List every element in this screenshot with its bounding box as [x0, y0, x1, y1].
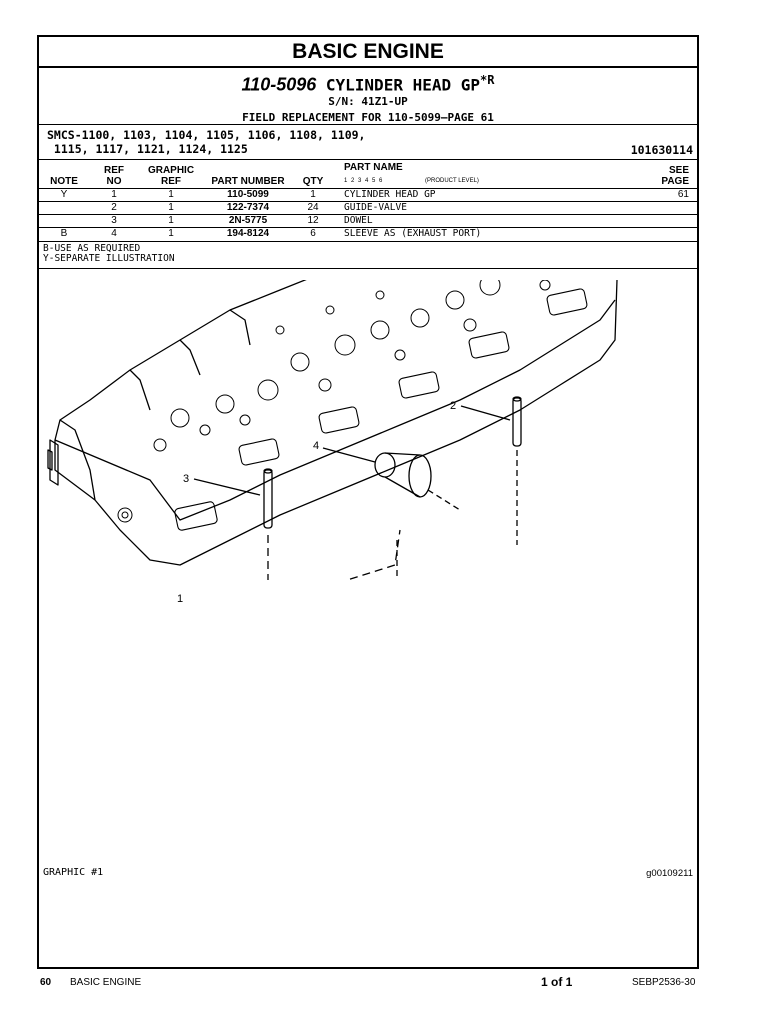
- callout-1: 1: [177, 593, 184, 605]
- col-note: NOTE: [50, 176, 78, 187]
- cylinder-head-outline: [54, 280, 618, 566]
- field-replacement: FIELD REPLACEMENT FOR 110-5099—PAGE 61: [242, 111, 494, 125]
- group-number: 110-5096: [241, 74, 317, 95]
- serial-number: S/N: 41Z1-UP: [328, 95, 408, 109]
- callout-3: 3: [183, 473, 190, 485]
- row-ref: 2: [111, 202, 117, 213]
- divider: [39, 214, 697, 215]
- row-see-page: 61: [677, 189, 689, 200]
- row-qty: 24: [307, 202, 319, 213]
- group-header: 110-5096 CYLINDER HEAD GP*R S/N: 41Z1-UP…: [39, 68, 697, 124]
- divider: [39, 159, 697, 160]
- row-ref: 4: [111, 228, 117, 239]
- row-part-number: 122-7374: [226, 202, 270, 213]
- col-part-number: PART NUMBER: [211, 176, 285, 187]
- divider: [39, 201, 697, 202]
- product-levels: 1 2 3 4 5 6: [344, 178, 384, 184]
- row-part-number: 2N-5775: [228, 215, 268, 226]
- divider: [39, 188, 697, 189]
- smcs-line: 1115, 1117, 1121, 1124, 1125: [47, 142, 248, 156]
- group-name: CYLINDER HEAD GP: [325, 75, 481, 95]
- page-frame: BASIC ENGINE 110-5096 CYLINDER HEAD GP*R…: [37, 35, 699, 969]
- smcs-line: SMCS-1100, 1103, 1104, 1105, 1106, 1108,…: [47, 128, 366, 142]
- divider: [39, 241, 697, 242]
- col-qty: QTY: [302, 176, 324, 187]
- cylinder-head-drawing: [47, 280, 618, 580]
- dowel-part: [193, 468, 401, 580]
- footer-page-of: 1 of 1: [541, 975, 573, 989]
- row-qty: 12: [307, 215, 319, 226]
- graphic-id: g00109211: [646, 868, 693, 879]
- sleeve-part: [322, 447, 461, 511]
- row-graphic: 1: [168, 215, 174, 226]
- col-see-bottom: PAGE: [661, 176, 689, 187]
- row-part-name: GUIDE-VALVE: [344, 202, 407, 213]
- product-level-label: (PRODUCT LEVEL): [425, 178, 479, 184]
- page-title: BASIC ENGINE: [39, 37, 697, 68]
- notes: B-USE AS REQUIRED Y-SEPARATE ILLUSTRATIO…: [43, 244, 175, 264]
- note-line: B-USE AS REQUIRED: [43, 243, 141, 254]
- col-ref-top: REF: [104, 165, 124, 176]
- row-part-name: SLEEVE AS (EXHAUST PORT): [344, 228, 482, 239]
- row-graphic: 1: [168, 228, 174, 239]
- row-qty: 1: [310, 189, 316, 200]
- table-row: B 4 1 194-8124 6 SLEEVE AS (EXHAUST PORT…: [39, 228, 697, 240]
- smcs-codes: SMCS-1100, 1103, 1104, 1105, 1106, 1108,…: [47, 128, 366, 156]
- footer-doc-code: SEBP2536-30: [632, 977, 696, 988]
- col-graphic-top: GRAPHIC: [147, 165, 195, 176]
- note-line: Y-SEPARATE ILLUSTRATION: [43, 253, 175, 264]
- row-part-number: 110-5099: [227, 189, 269, 200]
- table-row: 3 1 2N-5775 12 DOWEL: [39, 215, 697, 227]
- callout-2: 2: [450, 400, 457, 412]
- doc-number: 101630114: [630, 143, 693, 157]
- divider: [39, 124, 697, 125]
- footer-section: BASIC ENGINE: [70, 977, 142, 988]
- col-part-name: PART NAME: [344, 162, 403, 173]
- row-note: B: [60, 228, 68, 239]
- row-part-name: DOWEL: [344, 215, 373, 226]
- callout-4: 4: [313, 440, 320, 452]
- table-row: Y 1 1 110-5099 1 CYLINDER HEAD GP 61: [39, 189, 697, 201]
- row-note: Y: [60, 189, 68, 200]
- divider: [39, 227, 697, 228]
- col-ref-bottom: NO: [106, 176, 122, 187]
- divider: [39, 268, 697, 269]
- col-see-top: SEE: [668, 165, 689, 176]
- graphic-label: GRAPHIC #1: [43, 867, 104, 878]
- guide-valve-part: [460, 396, 522, 545]
- group-title: 110-5096 CYLINDER HEAD GP*R: [39, 71, 697, 94]
- col-graphic-bottom: REF: [161, 176, 181, 187]
- table-row: 2 1 122-7374 24 GUIDE-VALVE: [39, 202, 697, 214]
- row-qty: 6: [310, 228, 316, 239]
- row-ref: 3: [111, 215, 117, 226]
- row-graphic: 1: [168, 189, 174, 200]
- row-part-name: CYLINDER HEAD GP: [344, 189, 436, 200]
- group-suffix: *R: [480, 73, 495, 87]
- footer-page-number: 60: [40, 977, 52, 988]
- row-part-number: 194-8124: [226, 228, 270, 239]
- row-graphic: 1: [168, 202, 174, 213]
- row-ref: 1: [111, 189, 117, 200]
